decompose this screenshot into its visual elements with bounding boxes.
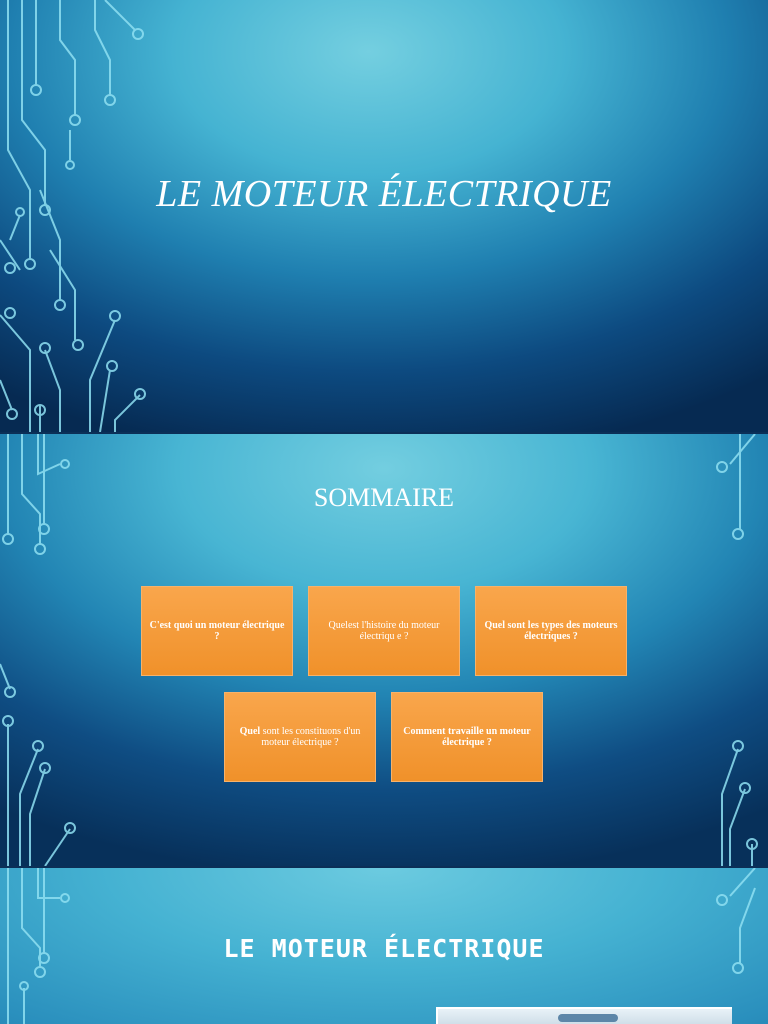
motor-image-detail xyxy=(558,1014,618,1022)
sommaire-item-5-bold: Comment travaille un moteur électrique ? xyxy=(403,725,531,749)
slide-moteur[interactable]: LE MOTEUR ÉLECTRIQUE xyxy=(0,868,768,1024)
slide-title[interactable]: LE MOTEUR ÉLECTRIQUE xyxy=(0,0,768,432)
motor-image xyxy=(436,1007,732,1024)
sommaire-item-3[interactable]: Quel sont les types des moteurs électriq… xyxy=(475,586,627,676)
circuit-decoration xyxy=(7,868,756,1024)
moteur-title: LE MOTEUR ÉLECTRIQUE xyxy=(223,934,545,963)
sommaire-title: SOMMAIRE xyxy=(313,483,455,512)
sommaire-item-2-rest: Quelest l'histoire du moteur électriqu e… xyxy=(328,619,440,643)
circuit-decoration xyxy=(0,434,758,866)
sommaire-item-4[interactable]: Quel sont les constituons d'un moteur él… xyxy=(224,692,376,782)
sommaire-item-1[interactable]: C'est quoi un moteur électrique ? xyxy=(141,586,293,676)
sommaire-item-1-bold: C'est quoi un moteur électrique ? xyxy=(149,619,285,643)
slide-title-text: LE MOTEUR ÉLECTRIQUE xyxy=(156,173,612,215)
sommaire-item-5[interactable]: Comment travaille un moteur électrique ? xyxy=(391,692,543,782)
circuit-decoration xyxy=(0,0,146,432)
sommaire-item-2[interactable]: Quelest l'histoire du moteur électriqu e… xyxy=(308,586,460,676)
sommaire-item-4-bold: Quel xyxy=(239,725,261,737)
sommaire-item-3-bold: Quel sont les types des moteurs électriq… xyxy=(484,619,618,643)
sommaire-item-4-rest: sont les constituons d'un moteur électri… xyxy=(260,725,361,749)
slide-sommaire[interactable]: SOMMAIRE C'est quoi un moteur électrique… xyxy=(0,434,768,866)
